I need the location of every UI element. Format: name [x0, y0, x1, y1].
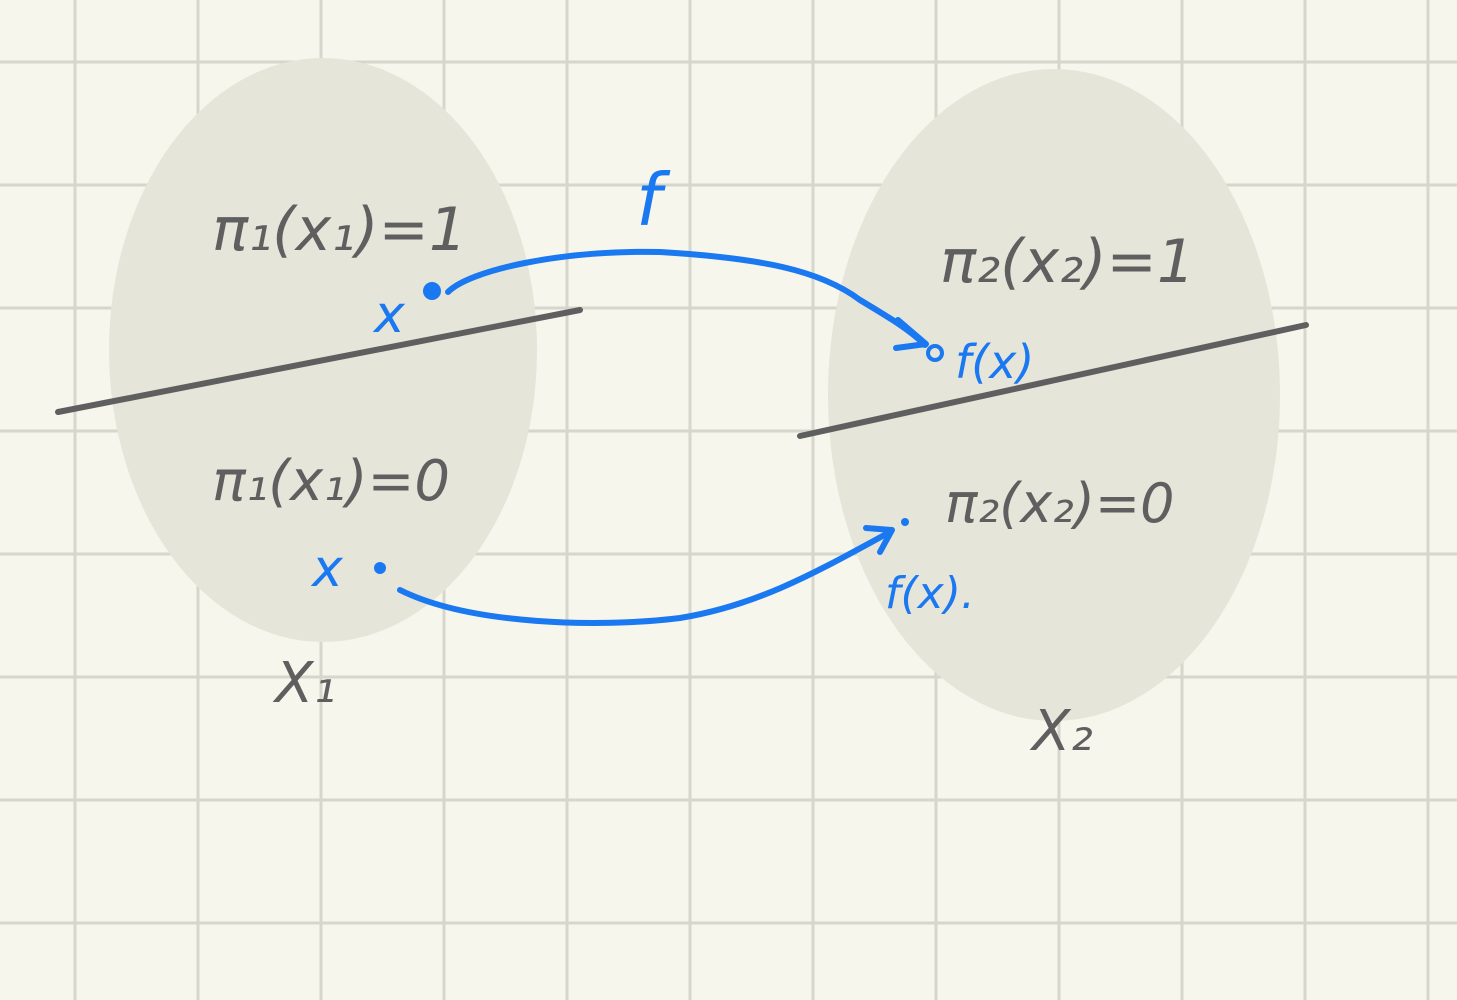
right-lower-region-label: π₂(x₂)=0	[945, 472, 1175, 535]
lower-map-arrowhead	[863, 525, 895, 555]
divider-line-left	[55, 307, 583, 415]
left-lower-point-label: x	[310, 539, 344, 599]
map-f-label: f	[636, 158, 671, 242]
upper-map-arrow	[445, 248, 928, 348]
right-upper-point	[926, 344, 944, 362]
right-upper-region-label: π₂(x₂)=1	[940, 227, 1195, 297]
space-x2-label: X₂	[1029, 699, 1093, 764]
left-upper-point	[423, 282, 441, 300]
space-x2-blob	[828, 69, 1280, 721]
space-x1-blob	[109, 58, 537, 642]
left-lower-region-label: π₁(x₁)=0	[212, 449, 450, 514]
lower-map-arrow	[397, 529, 893, 626]
left-upper-point-label: x	[372, 285, 406, 345]
right-lower-point	[901, 518, 909, 526]
divider-line-right	[797, 322, 1309, 439]
space-x1-label: X₁	[272, 651, 336, 716]
upper-map-arrowhead	[893, 317, 929, 351]
left-upper-region-label: π₁(x₁)=1	[212, 195, 467, 265]
right-upper-point-label: f(x)	[955, 335, 1034, 389]
right-lower-point-label: f(x).	[885, 568, 975, 619]
left-lower-point	[374, 562, 386, 574]
